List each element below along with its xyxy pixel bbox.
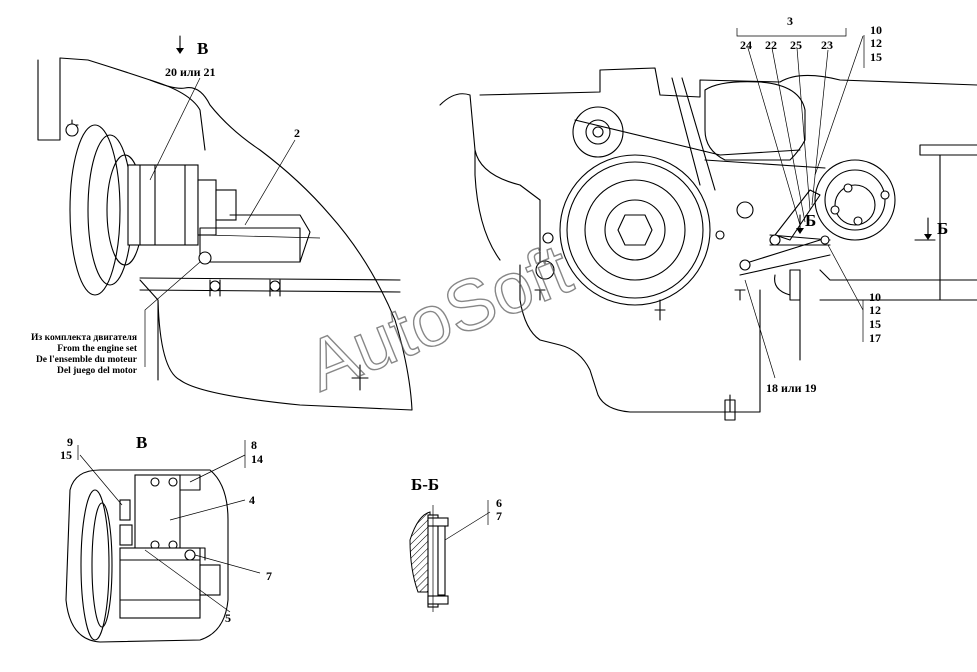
- callout-3: 3: [787, 14, 793, 28]
- view-v-label-detail: В: [136, 433, 147, 452]
- callout-2: 2: [294, 126, 300, 140]
- callout-22: 22: [765, 38, 777, 52]
- callout-9: 9: [67, 435, 73, 449]
- callout-15-bottom: 15: [869, 317, 881, 331]
- callout-10-top: 10: [870, 23, 882, 37]
- callout-14: 14: [251, 452, 263, 466]
- callout-8: 8: [251, 438, 257, 452]
- callout-12-bottom: 12: [869, 303, 881, 317]
- callout-25: 25: [790, 38, 802, 52]
- section-bb-title: Б-Б: [411, 475, 439, 494]
- callout-20-21: 20 или 21: [165, 65, 216, 79]
- note-line-es: Del juego del motor: [57, 366, 138, 376]
- callout-10-bottom: 10: [869, 290, 881, 304]
- engine-set-note: Из комплекта двигателя From the engine s…: [31, 333, 138, 376]
- view-v-label-top: В: [197, 39, 208, 58]
- section-b-b: [409, 500, 491, 612]
- callout-6: 6: [496, 496, 502, 510]
- callout-24: 24: [740, 38, 752, 52]
- callout-23: 23: [821, 38, 833, 52]
- callout-7-section: 7: [496, 509, 502, 523]
- callout-12-top: 12: [870, 36, 882, 50]
- note-line-ru: Из комплекта двигателя: [31, 333, 137, 343]
- callout-labels: 20 или 21 2 3 24 22 25 23 10 12 15 10 12…: [60, 14, 882, 625]
- callout-17: 17: [869, 331, 881, 345]
- callout-18-19: 18 или 19: [766, 381, 817, 395]
- left-assembly-view: [37, 35, 413, 411]
- watermark-text: AutoSoft: [296, 229, 582, 407]
- note-line-en: From the engine set: [57, 344, 138, 354]
- section-b-marker-right: Б: [937, 219, 948, 238]
- callout-5: 5: [225, 611, 231, 625]
- note-line-fr: De l'ensemble du moteur: [36, 355, 138, 365]
- section-b-marker: Б: [805, 211, 816, 230]
- callout-15-left: 15: [60, 448, 72, 462]
- callout-15-top: 15: [870, 50, 882, 64]
- right-assembly-view: [439, 28, 977, 421]
- callout-7-detail: 7: [266, 569, 272, 583]
- detail-view-v: [65, 440, 261, 643]
- callout-4: 4: [249, 493, 255, 507]
